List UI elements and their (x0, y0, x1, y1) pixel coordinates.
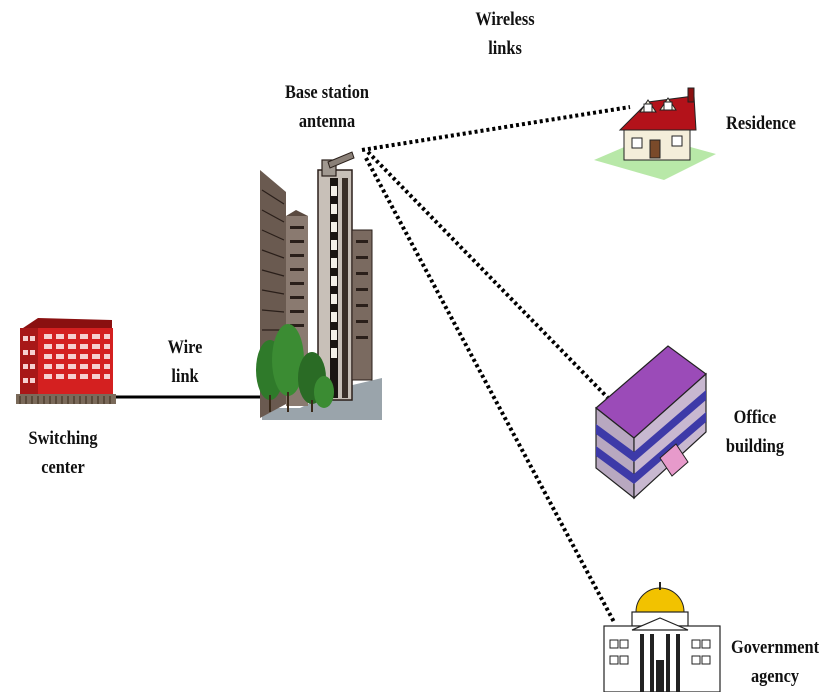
wireless-link-government (364, 157, 616, 623)
wireless-link-office (366, 150, 610, 400)
office-building (595, 345, 707, 500)
wireless-links (361, 105, 631, 623)
residence-label: Residence (726, 113, 796, 134)
residence-house (594, 87, 716, 180)
wireless-links-label: Wireless links (475, 9, 535, 59)
government-agency-building (603, 582, 721, 692)
base-station-antenna-label: Base station antenna (285, 82, 369, 132)
switching-center-building (16, 318, 116, 404)
base-station-tower (256, 151, 382, 420)
wire-link-label: Wire link (167, 337, 203, 387)
wireless-link-residence (361, 105, 631, 152)
office-building-label: Office building (725, 407, 785, 457)
government-agency-label: Government agency (730, 637, 820, 687)
switching-center-label: Switching center (28, 428, 98, 478)
